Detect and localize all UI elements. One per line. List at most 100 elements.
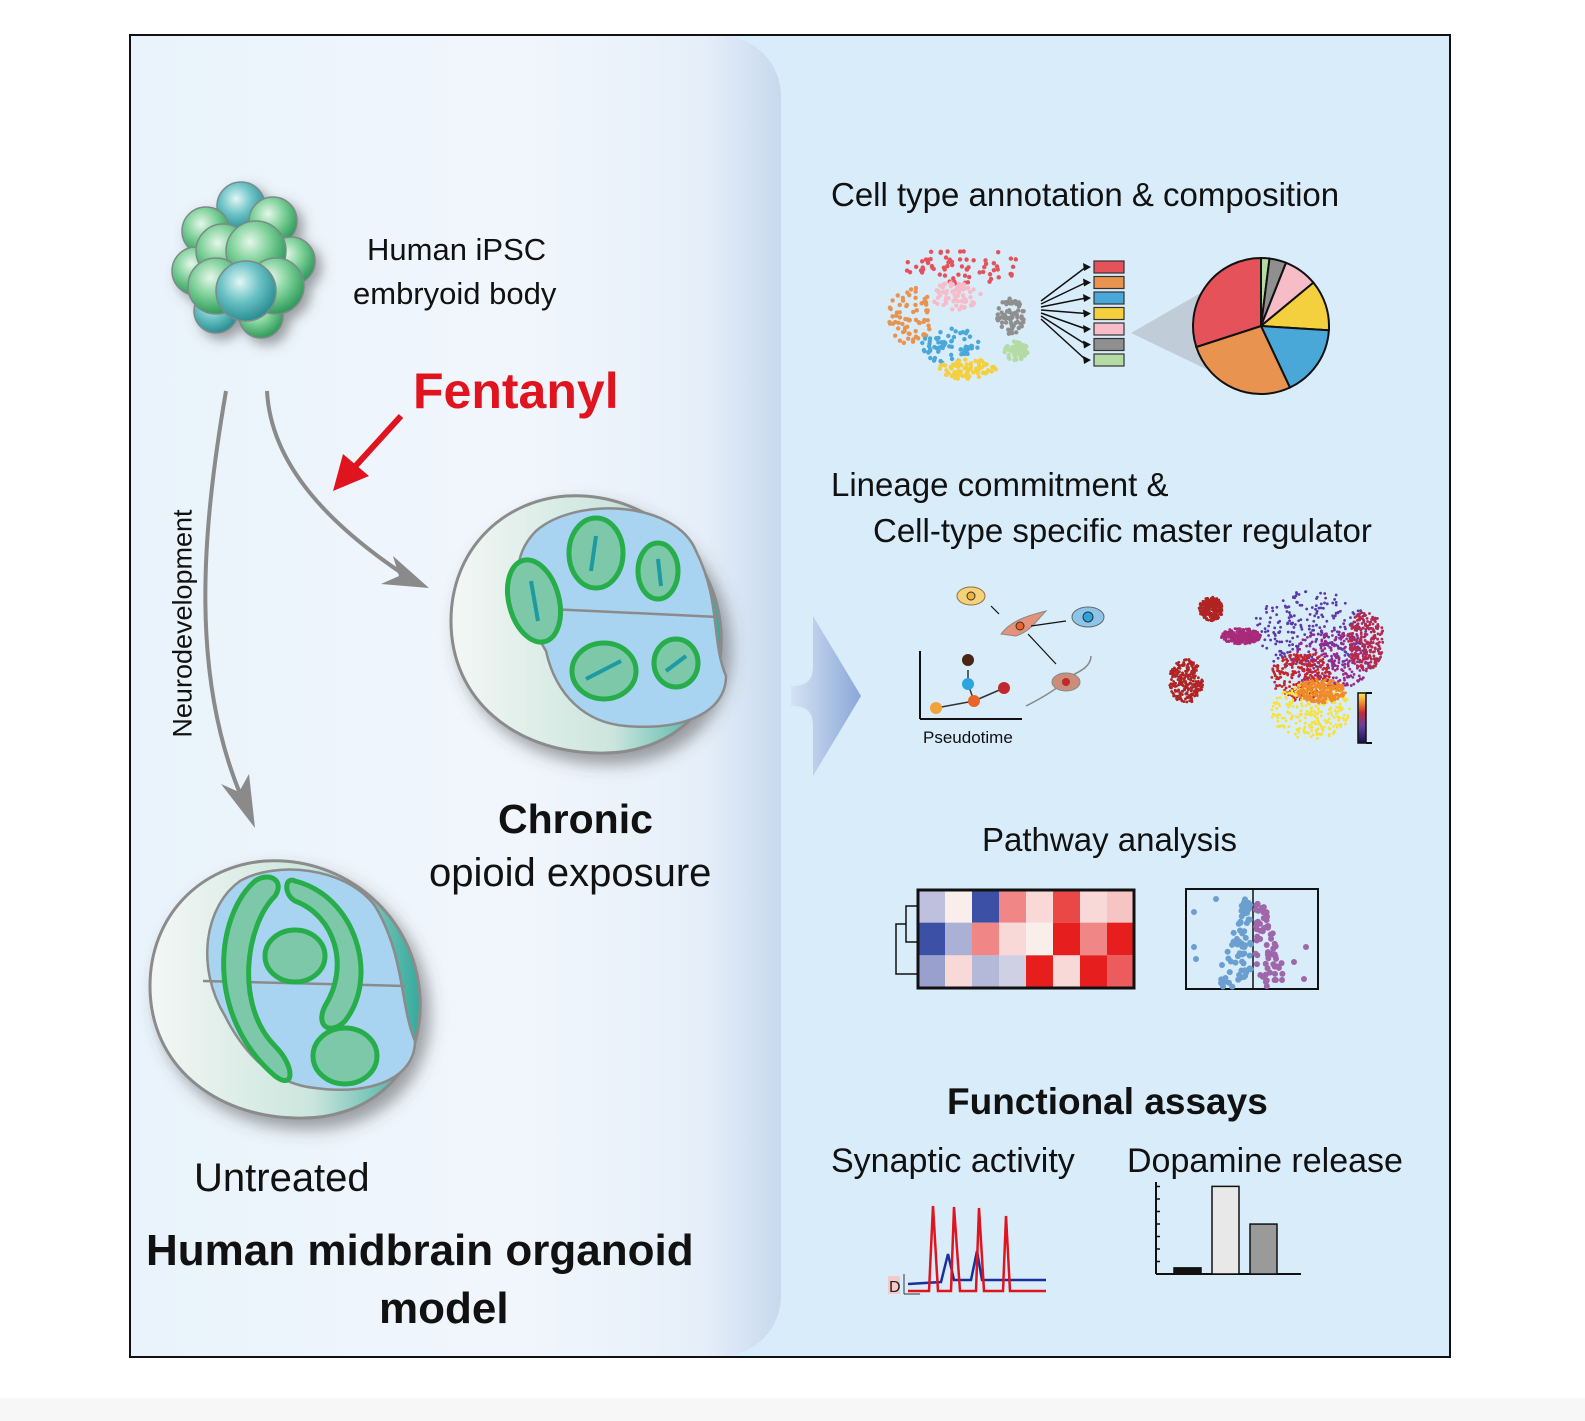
scatter-point — [895, 293, 900, 298]
umap-point — [1345, 637, 1349, 641]
umap-point — [1313, 689, 1317, 693]
scatter-point — [943, 340, 948, 346]
umap-point — [1278, 653, 1282, 657]
umap-point — [1332, 684, 1335, 688]
umap-point — [1182, 661, 1186, 664]
umap-point — [1334, 601, 1338, 604]
umap-point — [1330, 693, 1334, 697]
scatter-point — [956, 363, 961, 369]
umap-point — [1323, 647, 1327, 650]
volcano-point — [1238, 913, 1245, 920]
scatter-point — [904, 268, 910, 273]
umap-point — [1290, 615, 1293, 619]
volcano-point — [1241, 928, 1248, 935]
umap-point — [1183, 686, 1187, 690]
umap-point — [1297, 727, 1301, 731]
umap-point — [1228, 631, 1232, 634]
umap-point — [1314, 712, 1317, 715]
umap-point — [1343, 659, 1346, 663]
umap-point — [1362, 668, 1365, 672]
section2-title-line1: Lineage commitment & — [831, 466, 1169, 503]
umap-point — [1350, 649, 1354, 653]
umap-point — [1209, 611, 1213, 615]
umap-point — [1223, 631, 1227, 635]
scatter-point — [890, 298, 895, 303]
scatter-point — [956, 281, 962, 287]
umap-point — [1295, 600, 1299, 604]
umap-point — [1332, 662, 1336, 666]
umap-point — [1337, 723, 1341, 727]
umap-point — [1304, 590, 1307, 594]
umap-point — [1287, 643, 1291, 647]
umap-point — [1315, 637, 1319, 641]
umap-point — [1177, 676, 1181, 680]
scatter-point — [1015, 308, 1021, 313]
umap-point — [1319, 602, 1323, 606]
umap-point — [1350, 624, 1354, 627]
scatter-point — [940, 284, 945, 290]
scatter-point — [960, 373, 965, 379]
volcano-point — [1219, 976, 1226, 983]
scatter-point — [910, 337, 916, 342]
umap-point — [1328, 646, 1332, 649]
umap-point — [1366, 661, 1370, 665]
umap-point — [1320, 638, 1324, 642]
scatter-point — [988, 276, 994, 282]
trace-red — [908, 1205, 1046, 1293]
umap-point — [1173, 666, 1176, 670]
scatter-point — [964, 257, 969, 262]
umap-point — [1319, 714, 1323, 718]
umap-point — [1348, 654, 1351, 658]
volcano-point — [1263, 942, 1270, 949]
umap-point — [1297, 730, 1301, 734]
umap-point — [1345, 658, 1349, 662]
umap-point — [1380, 626, 1384, 630]
umap-point — [1352, 672, 1356, 676]
volcano-point — [1260, 915, 1267, 922]
umap-point — [1323, 601, 1326, 605]
umap-point — [1275, 696, 1279, 700]
umap-point — [1315, 691, 1319, 695]
umap-point — [1336, 664, 1340, 668]
umap-point — [1274, 702, 1278, 706]
umap-point — [1300, 627, 1304, 631]
umap-point — [1326, 678, 1329, 682]
umap-point — [1358, 639, 1362, 643]
scatter-point — [964, 351, 970, 356]
umap-point — [1304, 659, 1308, 663]
scatter-point — [939, 339, 944, 345]
umap-point — [1309, 681, 1313, 685]
scatter-point — [921, 332, 926, 337]
volcano-point — [1257, 935, 1264, 942]
umap-point — [1318, 687, 1322, 691]
umap-point — [1177, 660, 1181, 664]
umap-point — [1175, 696, 1179, 699]
scatter-point — [1010, 264, 1016, 270]
scatter-point — [957, 307, 962, 312]
heatmap-cell — [1107, 955, 1134, 988]
umap-point — [1284, 696, 1288, 700]
umap-point — [1187, 666, 1190, 669]
umap-master-regulator-plot — [1168, 590, 1385, 740]
umap-point — [1174, 670, 1178, 674]
umap-point — [1315, 609, 1319, 613]
umap-point — [1219, 612, 1223, 615]
umap-point — [1181, 680, 1184, 684]
scatter-point — [913, 329, 918, 334]
dopamine-bar — [1211, 1185, 1240, 1275]
umap-point — [1276, 716, 1280, 720]
umap-point — [1371, 615, 1374, 619]
umap-point — [1350, 632, 1354, 635]
scatter-point — [1013, 257, 1019, 262]
scatter-point — [1024, 349, 1030, 355]
heatmap-cell — [1053, 890, 1080, 923]
synaptic-trace-chart: D — [888, 1205, 1046, 1296]
umap-point — [1351, 611, 1355, 614]
umap-point — [1317, 661, 1321, 665]
umap-point — [1370, 665, 1374, 669]
umap-point — [1258, 622, 1262, 626]
scatter-point — [922, 336, 928, 341]
scatter-point — [1002, 349, 1007, 355]
scatter-point — [928, 355, 933, 361]
scatter-point — [913, 289, 918, 294]
